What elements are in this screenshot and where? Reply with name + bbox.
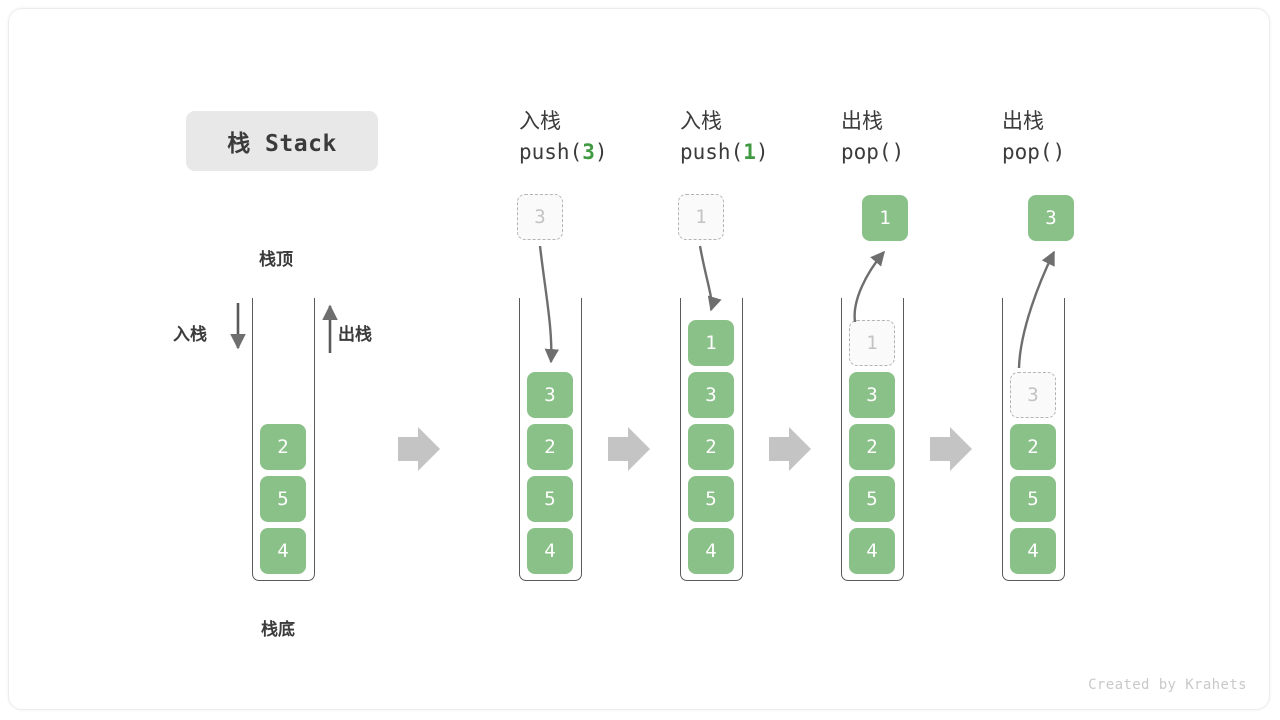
stack-cell: 3 (1010, 372, 1056, 418)
stack-cell: 1 (688, 320, 734, 366)
op-caption-cn: 入栈 (519, 109, 561, 133)
stack-tube-pop-3 (1002, 298, 1065, 581)
popped-value-box: 1 (862, 195, 908, 241)
stack-tube-push-1 (680, 298, 743, 581)
op-code-pre: push( (519, 140, 583, 164)
stage-push-3: 入栈 push(3) 3 3 2 5 4 (502, 0, 662, 720)
op-caption-push-1: 入栈 push(1) (663, 106, 823, 168)
op-code-pre: pop( (841, 140, 892, 164)
stack-tube-push-3 (519, 298, 582, 581)
stage-push-1: 入栈 push(1) 1 1 3 2 5 4 (663, 0, 823, 720)
popped-value-box: 3 (1028, 195, 1074, 241)
credit-text: Created by Krahets (1088, 677, 1247, 693)
op-caption-code: push(1) (680, 136, 823, 168)
op-caption-code: pop() (841, 136, 984, 168)
op-caption-pop-3: 出栈 pop() (985, 106, 1145, 168)
stack-cell: 3 (849, 372, 895, 418)
op-caption-cn: 入栈 (680, 109, 722, 133)
stack-cell: 3 (527, 372, 573, 418)
incoming-value-box: 1 (678, 194, 724, 240)
op-code-post: ) (891, 140, 905, 164)
stack-cell: 5 (849, 476, 895, 522)
stack-cell: 5 (260, 476, 306, 522)
op-code-post: ) (594, 140, 608, 164)
op-code-pre: push( (680, 140, 744, 164)
stack-cell: 4 (260, 528, 306, 574)
stack-cell: 3 (688, 372, 734, 418)
op-caption-code: pop() (1002, 136, 1145, 168)
op-code-post: ) (1052, 140, 1066, 164)
op-caption-cn: 出栈 (841, 109, 883, 133)
incoming-value-box: 3 (517, 194, 563, 240)
stack-cell: 2 (849, 424, 895, 470)
stack-cell: 5 (688, 476, 734, 522)
stack-cell: 4 (688, 528, 734, 574)
stack-cell: 5 (527, 476, 573, 522)
title-chip: 栈 Stack (186, 111, 378, 171)
stack-cell: 1 (849, 320, 895, 366)
stage-pop-3: 出栈 pop() 3 3 2 5 4 (985, 0, 1145, 720)
stack-cell: 4 (849, 528, 895, 574)
stack-cell: 2 (260, 424, 306, 470)
stack-cell: 4 (527, 528, 573, 574)
op-code-pre: pop( (1002, 140, 1053, 164)
stack-tube-initial (252, 298, 315, 581)
label-push-side: 入栈 (173, 325, 207, 345)
stage-pop-1: 出栈 pop() 1 1 3 2 5 4 (824, 0, 984, 720)
op-code-arg: 1 (743, 140, 756, 164)
stack-cell: 2 (688, 424, 734, 470)
op-caption-code: push(3) (519, 136, 662, 168)
op-caption-cn: 出栈 (1002, 109, 1044, 133)
op-caption-push-3: 入栈 push(3) (502, 106, 662, 168)
stack-cell: 2 (527, 424, 573, 470)
label-stack-bottom: 栈底 (261, 620, 295, 640)
op-caption-pop-1: 出栈 pop() (824, 106, 984, 168)
stack-cell: 4 (1010, 528, 1056, 574)
stack-tube-pop-1 (841, 298, 904, 581)
label-stack-top: 栈顶 (259, 250, 293, 270)
op-code-post: ) (755, 140, 769, 164)
stack-cell: 2 (1010, 424, 1056, 470)
stage-initial: 栈顶 入栈 出栈 2 5 4 栈底 (173, 0, 372, 720)
op-code-arg: 3 (582, 140, 595, 164)
stack-cell: 5 (1010, 476, 1056, 522)
label-pop-side: 出栈 (338, 325, 372, 345)
